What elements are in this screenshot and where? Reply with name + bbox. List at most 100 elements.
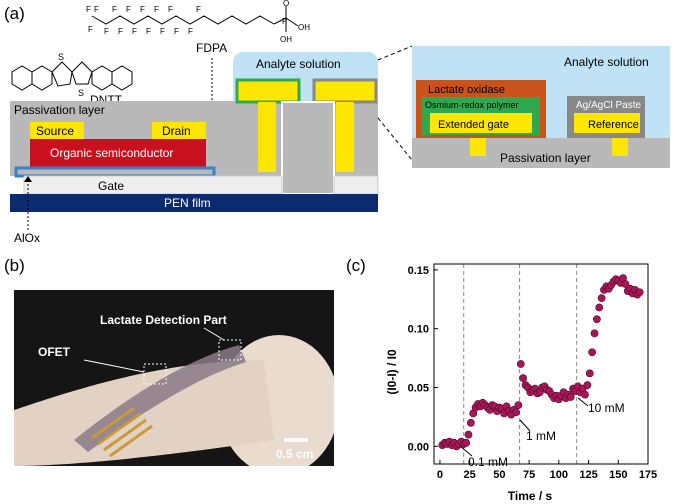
data-point [566,393,575,401]
source-label: Source [36,124,74,138]
scale-label: 0.5 cm [276,447,313,461]
data-point [519,374,528,383]
inset-analyte-label: Analyte solution [564,55,649,69]
passivation-label: Passivation layer [14,103,105,117]
data-point [583,381,592,390]
data-point [462,438,470,447]
data-point [585,369,594,378]
y-tick-label: 0.10 [408,324,429,336]
svg-text:F: F [104,27,109,36]
svg-text:F: F [188,27,193,36]
svg-text:P: P [282,17,287,26]
ofet-marker [143,363,167,385]
x-tick-label: 0 [437,469,443,481]
pointer-0-1mM [459,445,473,457]
svg-text:O: O [283,0,289,8]
y-axis-label: (I0-I) / I0 [385,349,399,395]
data-point [512,408,520,417]
data-point [595,303,604,312]
extended-gate-pad [235,78,301,104]
svg-text:F: F [126,5,131,14]
drain-electrode [152,122,206,139]
chart-series [438,274,644,451]
pointer-1mM [519,419,531,432]
pen-substrate [10,194,378,212]
panel-a-label: (a) [4,4,25,23]
organic-semiconductor [30,139,206,167]
data-point [597,294,606,303]
data-point [588,348,597,357]
alox-arrowhead [24,176,32,182]
annotation-10mM: 10 mM [588,401,625,415]
gate-electrode [23,175,283,195]
svg-text:F: F [154,5,159,14]
reference-electrode [574,113,640,133]
analyte-label: Analyte solution [256,57,341,71]
extended-gate-electrode [430,113,532,133]
x-axis-label: Time / s [508,489,553,503]
semiconductor-label: Organic semiconductor [50,146,173,160]
x-tick-label: 150 [609,469,627,481]
osmium-label: Osmium-redox polymer [425,100,519,110]
ofet-label: OFET [38,345,71,359]
drain-label: Drain [162,124,191,138]
svg-text:F: F [88,25,93,34]
x-tick-label: 50 [493,469,505,481]
flexible-film [74,345,246,452]
y-tick-label: 0.05 [408,383,429,395]
dntt-s1: S [58,52,64,62]
data-point [466,418,475,427]
data-point [514,401,523,410]
svg-text:F: F [174,27,179,36]
annotation-1mM: 1 mM [526,429,556,443]
data-point [464,430,473,439]
extended-gate-via [258,102,276,172]
lactate-oxidase-label: Lactate oxidase [428,84,505,96]
data-point [590,329,599,338]
panel-c-label: (c) [346,256,366,275]
svg-text:F: F [146,27,151,36]
x-tick-label: 75 [523,469,535,481]
alox-label: AlOx [14,231,40,245]
y-tick-label: 0.15 [408,265,429,277]
lactate-marker [218,339,242,361]
reference-via [336,102,354,172]
data-point [621,280,630,288]
svg-text:F: F [140,5,145,14]
fdpa-molecule [91,6,299,32]
zoom-line-top [377,45,413,61]
svg-text:OH: OH [280,35,292,44]
data-point [581,390,589,399]
scale-bar [284,438,308,442]
source-electrode [30,122,84,139]
pointer-10mM [577,397,589,407]
gate-line-right [333,175,379,195]
y-tick-label: 0.00 [408,441,429,453]
ofet-electrodes [91,406,153,458]
svg-text:F: F [160,27,165,36]
svg-text:OH: OH [298,23,310,32]
svg-text:F: F [112,5,117,14]
svg-text:F: F [196,5,201,14]
svg-text:F: F [132,27,137,36]
chart-axes [433,263,649,465]
plot-frame [433,263,649,465]
dntt-molecule [11,61,133,91]
gate-label: Gate [98,179,124,193]
x-tick-label: 175 [639,469,657,481]
lactate-label: Lactate Detection Part [100,313,227,327]
extended-gate-label: Extended gate [438,119,509,131]
agagcl-label: Ag/AgCl Paste [576,100,641,111]
inset-gate-via [470,138,486,156]
dntt-s2: S [78,88,84,98]
x-tick-label: 125 [579,469,597,481]
lactate-pointer [203,327,225,341]
annotation-0-1mM: 0.1 mM [468,455,508,469]
data-point [635,288,644,297]
x-tick-label: 25 [464,469,476,481]
ofet-pointer [83,359,145,373]
